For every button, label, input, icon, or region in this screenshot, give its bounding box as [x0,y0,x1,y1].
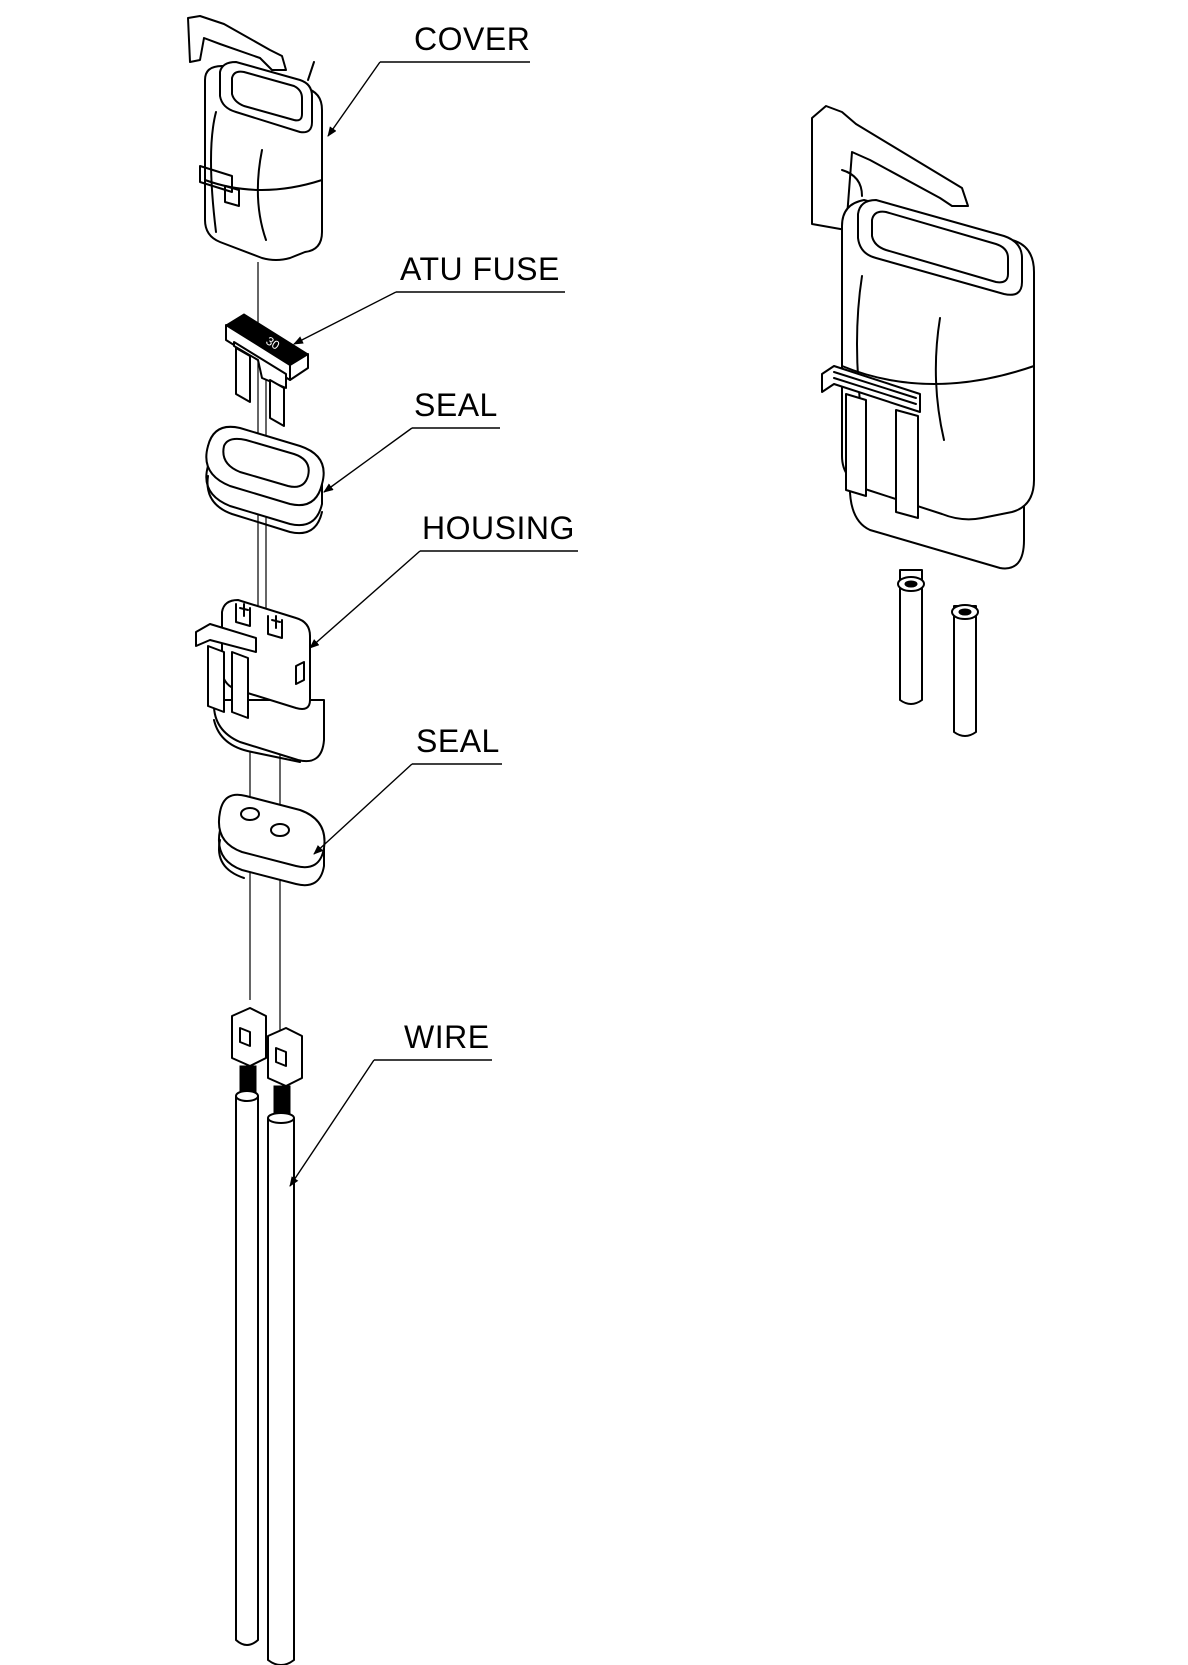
label-wire: WIRE [404,1019,490,1055]
seal-top-part [205,425,325,534]
label-seal-bottom: SEAL [416,723,500,759]
callout-housing: HOUSING [309,510,578,649]
seal-bottom-part [218,793,326,887]
housing-part [195,599,325,763]
assembled-connector [811,105,1035,737]
callout-cover: COVER [327,21,530,137]
callout-seal-bottom: SEAL [313,723,502,855]
wire-part [231,1007,303,1665]
atu-fuse-part: 30 [225,313,309,427]
cover-part [187,15,323,261]
label-atu-fuse: ATU FUSE [400,251,560,287]
label-seal-top: SEAL [414,387,498,423]
callout-wire: WIRE [289,1019,492,1187]
label-housing: HOUSING [422,510,575,546]
label-cover: COVER [414,21,530,57]
callout-seal-top: SEAL [323,387,500,493]
callout-atu-fuse: ATU FUSE [293,251,565,345]
